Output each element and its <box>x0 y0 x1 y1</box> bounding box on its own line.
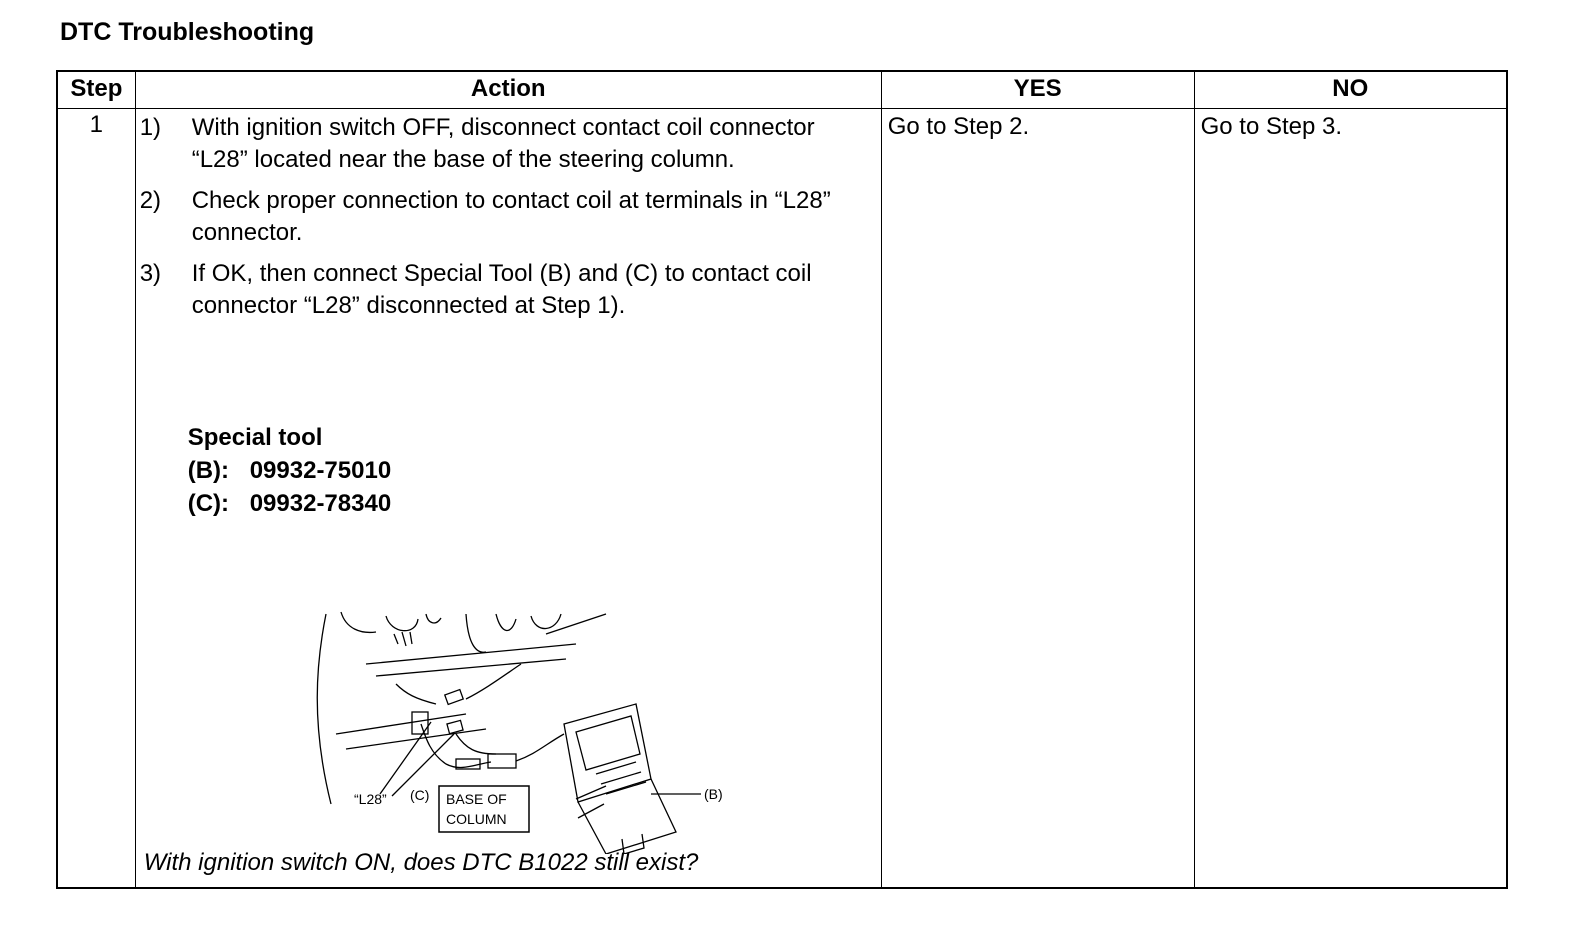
special-tool-b: (B): 09932-75010 <box>188 454 391 487</box>
action-step-text: If OK, then connect Special Tool (B) and… <box>191 260 812 319</box>
connector-illustration: “L28” (C) BASE OF COLUMN (B) <box>316 611 723 854</box>
action-step-3: 3) If OK, then connect Special Tool (B) … <box>136 258 876 322</box>
action-step-text: Check proper connection to contact coil … <box>191 187 831 246</box>
table-row: 1 1) With ignition switch OFF, disconnec… <box>56 108 1508 889</box>
dtc-table: Step Action YES NO 1 1) With ignition sw… <box>56 70 1508 889</box>
header-step: Step <box>56 70 136 109</box>
table-header-row: Step Action YES NO <box>56 70 1508 109</box>
special-tool-c-value: 09932-78340 <box>249 490 392 517</box>
action-question: With ignition switch ON, does DTC B1022 … <box>143 849 699 876</box>
action-cell: 1) With ignition switch OFF, disconnect … <box>134 108 882 889</box>
header-yes: YES <box>880 70 1195 109</box>
page-title: DTC Troubleshooting <box>60 18 315 46</box>
action-steps: 1) With ignition switch OFF, disconnect … <box>136 112 876 331</box>
no-cell: Go to Step 3. <box>1193 108 1508 889</box>
action-step-text: With ignition switch OFF, disconnect con… <box>191 114 815 173</box>
figure-label-base: BASE OF <box>446 791 507 807</box>
action-step-1: 1) With ignition switch OFF, disconnect … <box>136 112 876 176</box>
yes-cell: Go to Step 2. <box>880 108 1195 889</box>
header-action: Action <box>134 70 882 109</box>
special-tool-b-value: 09932-75010 <box>249 457 392 484</box>
figure-label-column: COLUMN <box>446 811 507 827</box>
action-step-number: 1) <box>139 114 162 141</box>
special-tool-c-label: (C): <box>187 490 230 517</box>
special-tool-b-label: (B): <box>187 457 230 484</box>
special-tool-c: (C): 09932-78340 <box>188 487 391 520</box>
header-no: NO <box>1193 70 1508 109</box>
special-tool-block: Special tool (B): 09932-75010 (C): 09932-7… <box>188 421 391 520</box>
figure-label-c: (C) <box>410 787 429 803</box>
action-step-number: 2) <box>139 187 162 214</box>
step-number: 1 <box>56 108 136 889</box>
figure-label-l28: “L28” <box>354 791 387 807</box>
action-step-2: 2) Check proper connection to contact co… <box>136 185 876 249</box>
special-tool-heading: Special tool <box>187 424 323 451</box>
action-step-number: 3) <box>139 260 162 287</box>
figure-callout-box <box>437 785 530 833</box>
figure-label-b: (B) <box>704 786 723 802</box>
